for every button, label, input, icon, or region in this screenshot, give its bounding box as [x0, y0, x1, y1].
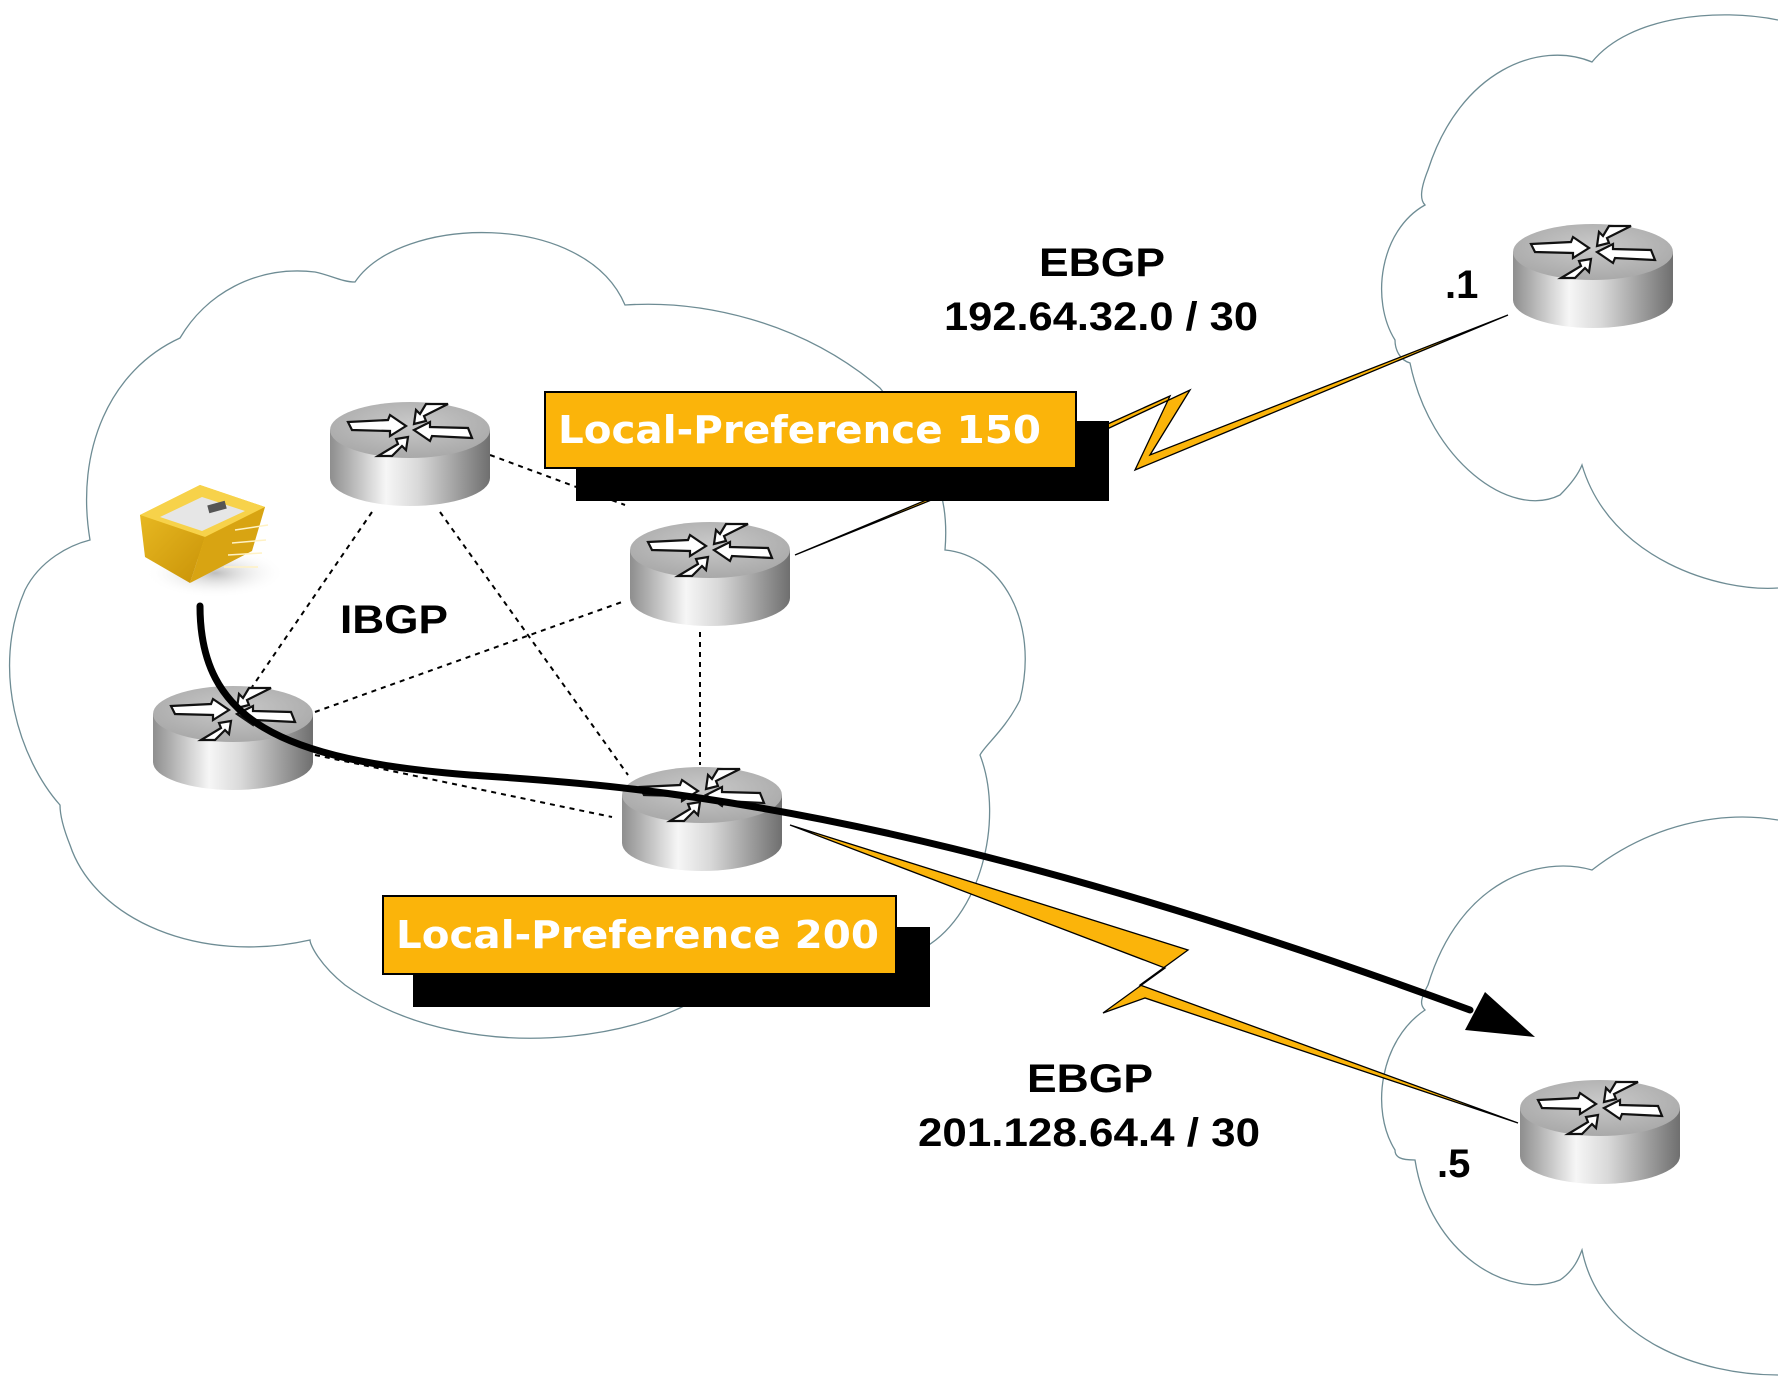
peer-router-bottom[interactable] — [1518, 1078, 1682, 1186]
ibgp-mesh — [249, 454, 701, 818]
ibgp-label: IBGP — [340, 598, 448, 642]
router-bottom[interactable] — [620, 765, 784, 873]
ibgp-link — [314, 754, 613, 818]
ebgp-serial-link-bottom — [789, 824, 1519, 1124]
peer-bottom-host-label: .5 — [1437, 1142, 1470, 1186]
ibgp-link — [314, 601, 623, 713]
ibgp-link — [439, 511, 629, 776]
ebgp-bottom-protocol-label: EBGP — [1027, 1057, 1153, 1101]
local-preference-200-label: Local-Preference 200 — [396, 913, 879, 957]
ebgp-top-subnet-label: 192.64.32.0 / 30 — [944, 295, 1258, 339]
data-packet-icon — [140, 485, 285, 598]
peer-top-host-label: .1 — [1445, 263, 1478, 307]
ebgp-serial-link-top — [794, 314, 1509, 556]
traffic-path-arrow — [196, 602, 1474, 1014]
ebgp-bottom-subnet-label: 201.128.64.4 / 30 — [918, 1111, 1260, 1155]
traffic-path-arrowhead — [1465, 992, 1535, 1037]
local-preference-150-box: Local-Preference 150 — [544, 391, 1109, 501]
ibgp-link — [489, 454, 626, 506]
router-right[interactable] — [628, 520, 792, 628]
local-preference-200-box: Local-Preference 200 — [382, 895, 930, 1007]
peer-router-top[interactable] — [1511, 222, 1675, 330]
local-preference-150-label: Local-Preference 150 — [558, 408, 1041, 452]
ebgp-top-protocol-label: EBGP — [1039, 241, 1165, 285]
router-top[interactable] — [328, 400, 492, 508]
